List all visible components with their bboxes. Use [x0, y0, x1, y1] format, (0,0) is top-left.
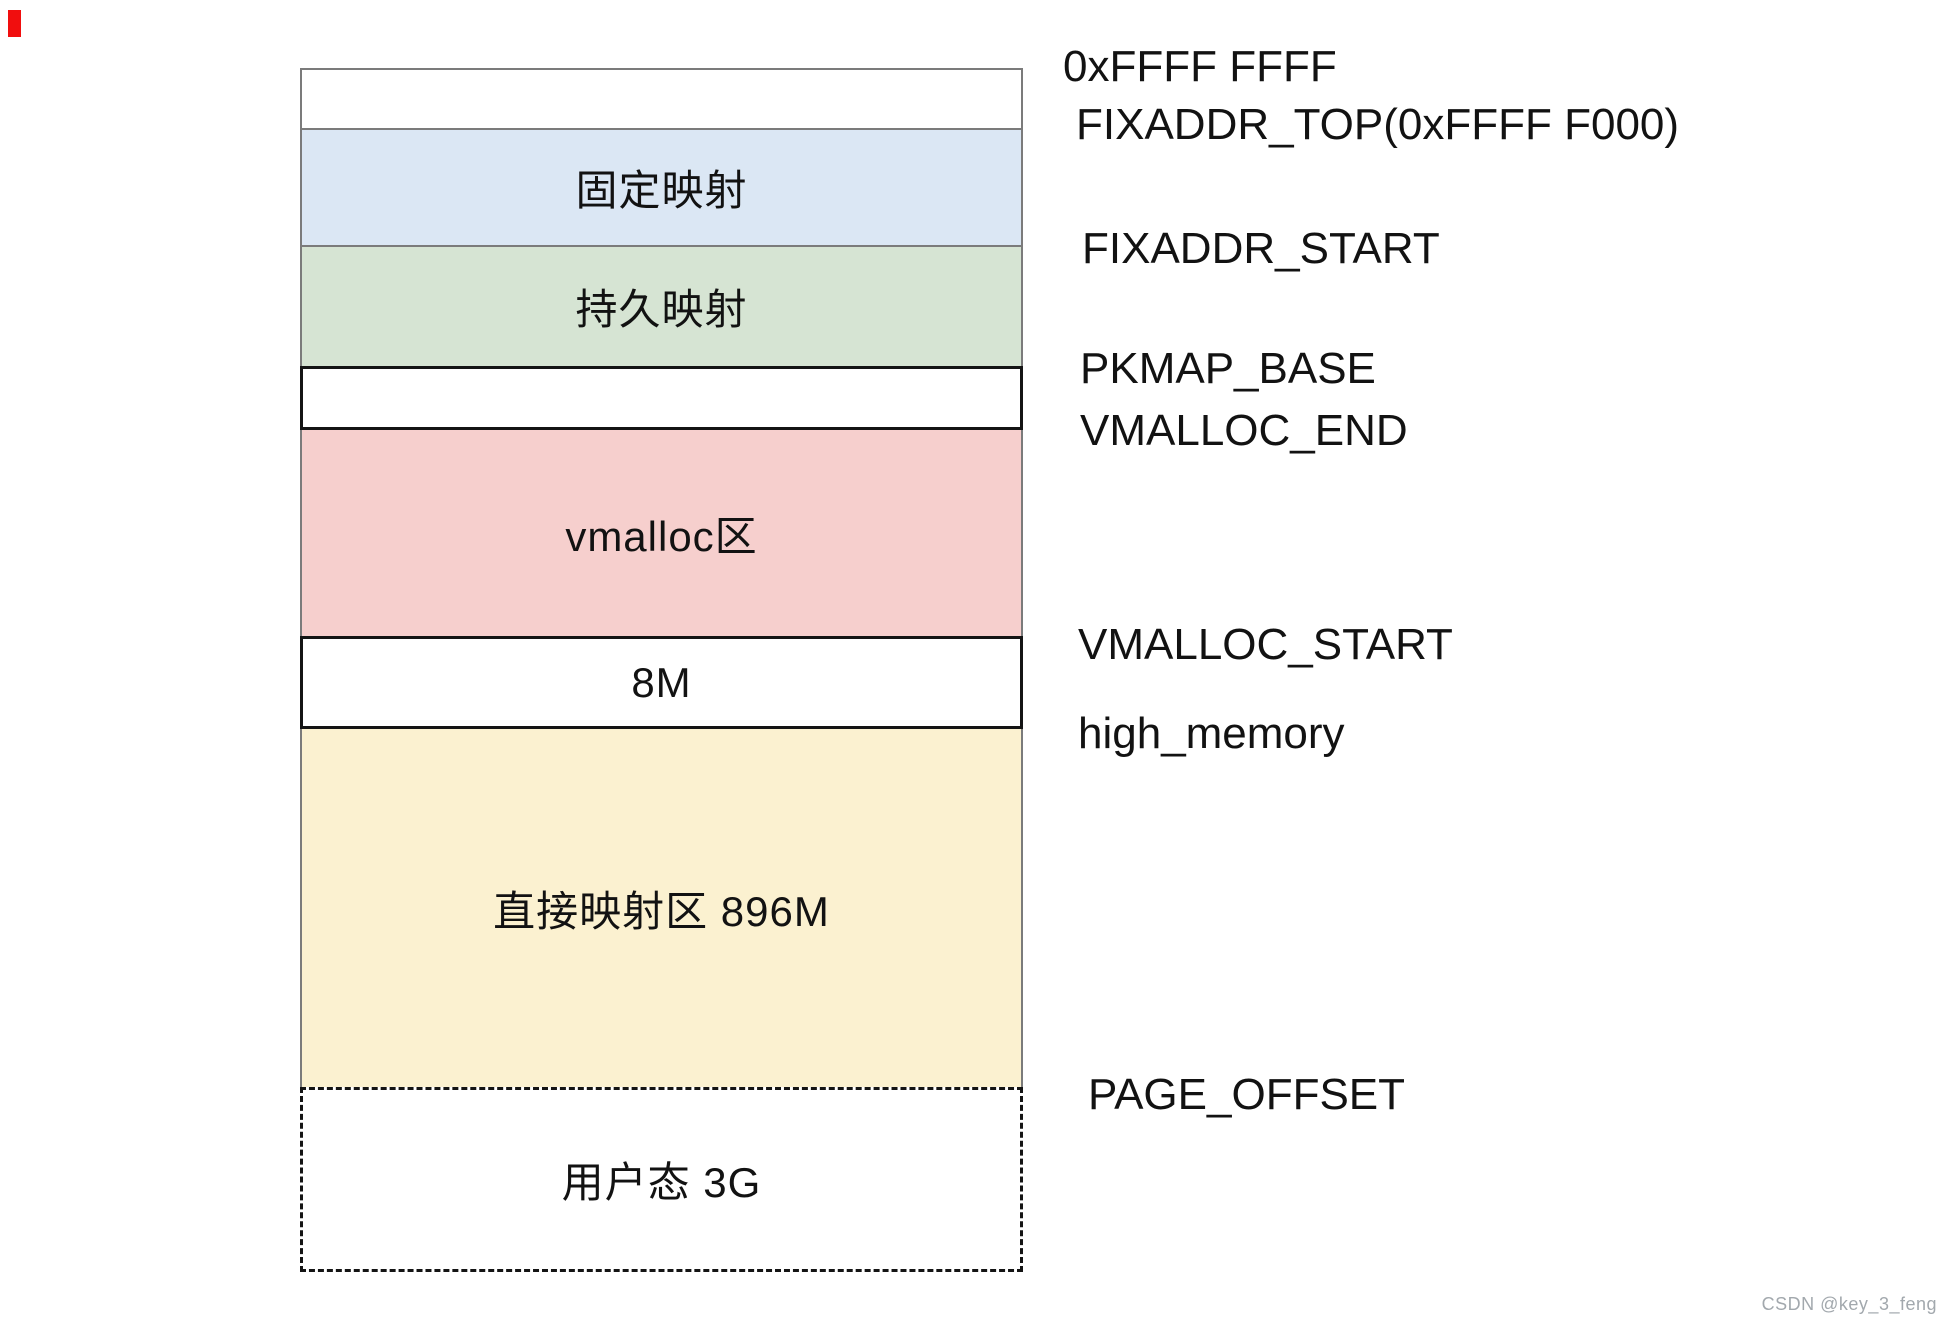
- region-persistent-mapping: 持久映射: [300, 245, 1023, 368]
- region-label: vmalloc区: [565, 512, 758, 560]
- region-label: 用户态 3G: [561, 1159, 762, 1206]
- region-vmalloc-area: vmalloc区: [300, 428, 1023, 638]
- region-label: 固定映射: [575, 167, 748, 214]
- region-fixed-mapping: 固定映射: [300, 128, 1023, 247]
- region-gap: [300, 366, 1023, 430]
- addr-label-vmalloc-start: VMALLOC_START: [1078, 620, 1453, 669]
- addr-label-fixaddr-top: FIXADDR_TOP(0xFFFF F000): [1076, 100, 1680, 149]
- addr-label-top-address: 0xFFFF FFFF: [1063, 42, 1337, 91]
- region-label: 持久映射: [575, 286, 748, 333]
- addr-label-vmalloc-end: VMALLOC_END: [1080, 406, 1408, 455]
- region-direct-mapping: 直接映射区 896M: [300, 727, 1023, 1089]
- addr-label-fixaddr-start: FIXADDR_START: [1082, 224, 1440, 273]
- addr-label-page-offset: PAGE_OFFSET: [1088, 1070, 1406, 1119]
- region-label: 8M: [631, 658, 692, 706]
- red-marker: [8, 10, 21, 37]
- region-guard-gap-8m: 8M: [300, 636, 1023, 729]
- addr-label-pkmap-base: PKMAP_BASE: [1080, 344, 1376, 393]
- region-user-space: 用户态 3G: [300, 1087, 1023, 1272]
- csdn-watermark: CSDN @key_3_feng: [1761, 1294, 1937, 1314]
- region-reserved-top: [300, 68, 1023, 130]
- region-label: 直接映射区 896M: [493, 887, 830, 935]
- addr-label-high-memory: high_memory: [1078, 709, 1345, 758]
